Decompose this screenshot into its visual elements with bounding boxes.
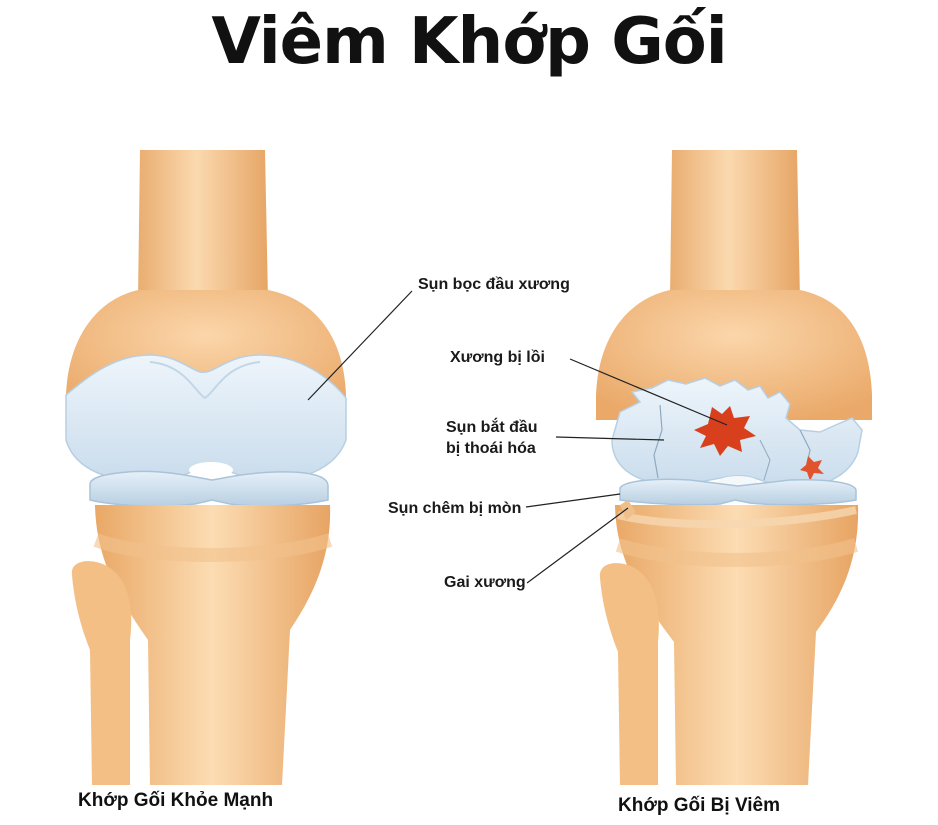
leader-osteophyte (526, 507, 629, 584)
healthy-tibia (95, 505, 331, 785)
label-degeneration-line2: bị thoái hóa (446, 440, 536, 457)
lesion-mark (694, 406, 756, 456)
label-cartilage: Sụn bọc đầu xương (418, 276, 570, 293)
caption-inflamed: Khớp Gối Bị Viêm (618, 795, 781, 816)
label-meniscus: Sụn chêm bị mòn (388, 500, 522, 517)
leader-degeneration (555, 436, 665, 441)
leader-lines (307, 290, 728, 584)
healthy-knee (65, 150, 347, 785)
leader-lesion (569, 358, 728, 426)
label-degeneration-line1: Sụn bắt đầu (446, 419, 538, 436)
leader-meniscus (525, 493, 621, 508)
label-bone-lesion: Xương bị lồi (450, 349, 545, 366)
leader-cartilage (307, 290, 413, 401)
inflamed-knee (596, 150, 872, 785)
healthy-femur-shaft (138, 150, 268, 300)
caption-healthy: Khớp Gối Khỏe Mạnh (78, 790, 274, 811)
page-title: Viêm Khớp Gối (211, 5, 727, 79)
inflamed-tibia (615, 505, 859, 785)
inflamed-femur-shaft (670, 150, 800, 300)
inflamed-meniscus (619, 478, 857, 506)
small-lesion-mark (800, 456, 824, 481)
label-osteophyte: Gai xương (444, 574, 526, 591)
healthy-fibula (71, 561, 132, 785)
osteophyte-mark (620, 500, 636, 520)
inflamed-fibula (599, 563, 659, 785)
